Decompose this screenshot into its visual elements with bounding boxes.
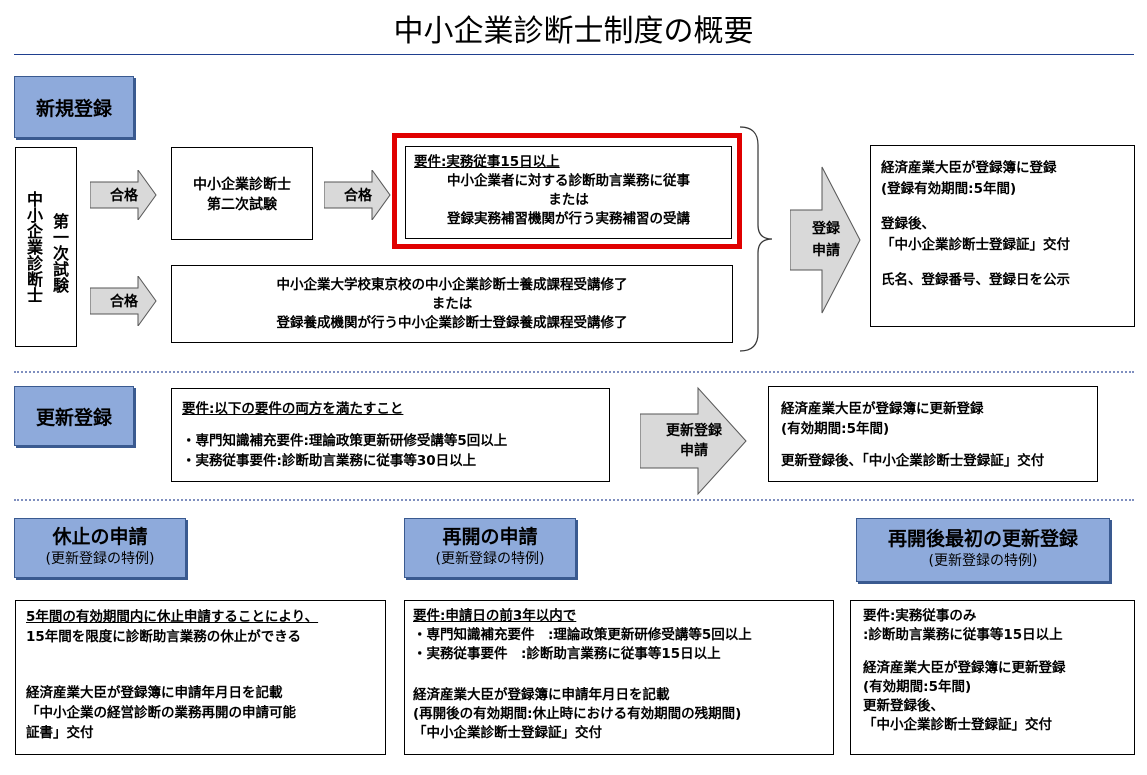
suspension-label: 休止の申請 bbox=[52, 526, 148, 548]
registration-apply-label-1: 登録 bbox=[812, 221, 840, 237]
first-renewal-line-7: 「中小企業診断士登録証」交付 bbox=[863, 717, 1052, 733]
second-exam-line-1: 中小企業診断士 bbox=[193, 176, 291, 193]
registration-result-line-7: 氏名、登録番号、登録日を公示 bbox=[881, 272, 1070, 288]
resumption-box: 要件:申請日の前3年以内で ・専門知識補充要件 :理論政策更新研修受講等5回以上… bbox=[404, 600, 834, 755]
requirement-highlight bbox=[392, 133, 742, 249]
second-exam-line-2: 第二次試験 bbox=[207, 196, 277, 213]
registration-result-line-4: 登録後、 bbox=[881, 216, 935, 232]
registration-result-line-5: 「中小企業診断士登録証」交付 bbox=[881, 237, 1070, 253]
renewal-result-spacer bbox=[781, 439, 1085, 451]
requirement-line-3: 登録実務補習機関が行う実務補習の受講 bbox=[447, 211, 690, 227]
pass-arrow-3: 合格 bbox=[324, 170, 392, 220]
resumption-line-1: ・専門知識補充要件 :理論政策更新研修受講等5回以上 bbox=[413, 627, 752, 643]
requirement-box: 要件:実務従事15日以上 中小企業者に対する診断助言業務に従事 または 登録実務… bbox=[405, 146, 732, 239]
pass-label-2: 合格 bbox=[110, 294, 138, 310]
training-line-1: 中小企業大学校東京校の中小企業診断士養成課程受講修了 bbox=[276, 276, 628, 293]
resumption-label: 再開の申請 bbox=[442, 526, 538, 548]
pass-label-1: 合格 bbox=[110, 188, 138, 204]
first-exam-col2: 中小企業診断士 bbox=[24, 191, 43, 303]
divider-2 bbox=[14, 499, 1134, 501]
suspension-sub: (更新登録の特例) bbox=[45, 551, 155, 567]
resumption-title: 要件:申請日の前3年以内で bbox=[413, 608, 577, 624]
first-renewal-line-5: (有効期間:5年間) bbox=[863, 679, 972, 695]
resumption-result-line-2: (再開後の有効期間:休止時における有効期間の残期間) bbox=[413, 706, 742, 722]
registration-result-spacer-1 bbox=[881, 200, 1124, 214]
training-line-3: 登録養成機関が行う中小企業診断士登録養成課程受講修了 bbox=[276, 314, 628, 331]
first-exam-box: 中小企業診断士 第一次試験 bbox=[15, 147, 77, 347]
registration-apply-label-2: 申請 bbox=[812, 243, 840, 259]
first-exam-col1: 第一次試験 bbox=[50, 213, 69, 293]
resumption-spacer bbox=[413, 664, 825, 686]
first-renewal-label: 再開後最初の更新登録 bbox=[887, 528, 1078, 550]
suspension-title-line-1: 5年間の有効期間内に休止申請することにより、 bbox=[26, 609, 319, 625]
renewal-requirement-line-1: ・専門知識補充要件:理論政策更新研修受講等5回以上 bbox=[182, 433, 508, 449]
renewal-requirement-box: 要件:以下の要件の両方を満たすこと ・専門知識補充要件:理論政策更新研修受講等5… bbox=[171, 388, 610, 482]
pass-arrow-2: 合格 bbox=[90, 276, 158, 326]
registration-result-spacer-2 bbox=[881, 256, 1124, 270]
first-renewal-line-2: :診断助言業務に従事等15日以上 bbox=[863, 627, 1063, 643]
renewal-result-box: 経済産業大臣が登録簿に更新登録 (有効期間:5年間) 更新登録後、「中小企業診断… bbox=[768, 386, 1098, 482]
resumption-result-line-3: 「中小企業診断士登録証」交付 bbox=[413, 725, 602, 741]
training-box: 中小企業大学校東京校の中小企業診断士養成課程受講修了 または 登録養成機関が行う… bbox=[171, 265, 733, 343]
first-renewal-line-6: 更新登録後、 bbox=[863, 698, 944, 714]
suspension-spacer bbox=[26, 647, 375, 683]
resumption-scroll: 再開の申請 (更新登録の特例) bbox=[404, 518, 576, 578]
pass-arrow-1: 合格 bbox=[90, 170, 158, 220]
renewal-label: 更新登録 bbox=[35, 406, 112, 429]
first-renewal-line-4: 経済産業大臣が登録簿に更新登録 bbox=[863, 660, 1066, 676]
renewal-result-line-4: 更新登録後、「中小企業診断士登録証」交付 bbox=[781, 453, 1045, 469]
first-renewal-line-1: 要件:実務従事のみ bbox=[863, 608, 977, 624]
registration-apply-arrow: 登録 申請 bbox=[790, 165, 862, 315]
renewal-requirement-line-2: ・実務従事要件:診断助言業務に従事等30日以上 bbox=[182, 453, 477, 469]
new-registration-scroll: 新規登録 bbox=[14, 76, 134, 138]
first-renewal-scroll: 再開後最初の更新登録 (更新登録の特例) bbox=[856, 518, 1110, 582]
pass-label-3: 合格 bbox=[344, 188, 372, 204]
suspension-body-line-2: 「中小企業の経営診断の業務再開の申請可能 bbox=[26, 705, 296, 721]
suspension-scroll: 休止の申請 (更新登録の特例) bbox=[14, 518, 186, 578]
renewal-apply-arrow: 更新登録 申請 bbox=[640, 386, 748, 496]
renewal-result-line-2: (有効期間:5年間) bbox=[781, 421, 890, 437]
second-exam-box: 中小企業診断士 第二次試験 bbox=[171, 147, 313, 240]
renewal-result-line-1: 経済産業大臣が登録簿に更新登録 bbox=[781, 401, 984, 417]
suspension-title-line-2: 15年間を限度に診断助言業務の休止ができる bbox=[26, 629, 302, 645]
new-registration-label: 新規登録 bbox=[35, 97, 112, 120]
page-title: 中小企業診断士制度の概要 bbox=[393, 14, 754, 49]
suspension-box: 5年間の有効期間内に休止申請することにより、 15年間を限度に診断助言業務の休止… bbox=[15, 600, 386, 755]
requirement-title: 要件:実務従事15日以上 bbox=[414, 154, 560, 170]
suspension-body-line-1: 経済産業大臣が登録簿に申請年月日を記載 bbox=[26, 685, 283, 701]
suspension-body-line-3: 証書」交付 bbox=[26, 725, 94, 741]
renewal-spacer bbox=[182, 419, 599, 431]
resumption-result-line-1: 経済産業大臣が登録簿に申請年月日を記載 bbox=[413, 687, 670, 703]
first-renewal-box: 要件:実務従事のみ :診断助言業務に従事等15日以上 経済産業大臣が登録簿に更新… bbox=[850, 600, 1135, 755]
resumption-line-2: ・実務従事要件 :診断助言業務に従事等15日以上 bbox=[413, 646, 721, 662]
registration-result-box: 経済産業大臣が登録簿に登録 (登録有効期間:5年間) 登録後、 「中小企業診断士… bbox=[870, 145, 1135, 327]
requirement-line-1: 中小企業者に対する診断助言業務に従事 bbox=[447, 173, 690, 189]
training-line-2: または bbox=[431, 295, 473, 312]
first-renewal-spacer bbox=[863, 645, 1122, 659]
renewal-apply-label-1: 更新登録 bbox=[666, 423, 722, 439]
renewal-scroll: 更新登録 bbox=[14, 386, 134, 446]
first-renewal-sub: (更新登録の特例) bbox=[928, 553, 1038, 569]
renewal-apply-label-2: 申請 bbox=[680, 443, 708, 459]
renewal-requirement-title: 要件:以下の要件の両方を満たすこと bbox=[182, 401, 404, 417]
title-underline bbox=[14, 54, 1134, 55]
bracket bbox=[739, 126, 773, 352]
divider-1 bbox=[14, 371, 1134, 373]
registration-result-line-2: (登録有効期間:5年間) bbox=[881, 181, 1017, 197]
requirement-line-2: または bbox=[548, 192, 589, 208]
resumption-sub: (更新登録の特例) bbox=[435, 551, 545, 567]
registration-result-line-1: 経済産業大臣が登録簿に登録 bbox=[881, 160, 1057, 176]
